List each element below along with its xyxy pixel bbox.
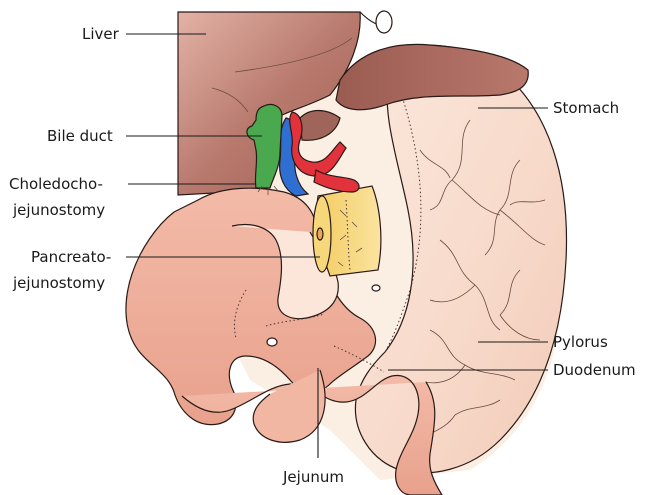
label-jejunum: Jejunum xyxy=(282,468,344,486)
label-choledocho-1: Choledocho- xyxy=(9,175,103,193)
label-pancreato-1: Pancreato- xyxy=(31,248,111,266)
ligament-knot xyxy=(360,11,392,33)
label-pancreato-2: jejunostomy xyxy=(12,274,105,292)
label-choledocho-2: jejunostomy xyxy=(12,201,105,219)
pancreas-stump xyxy=(313,186,381,276)
label-pylorus: Pylorus xyxy=(553,333,608,351)
label-duodenum: Duodenum xyxy=(553,361,636,379)
label-bile-duct: Bile duct xyxy=(47,127,113,145)
label-stomach: Stomach xyxy=(553,99,619,117)
label-liver: Liver xyxy=(82,25,120,43)
